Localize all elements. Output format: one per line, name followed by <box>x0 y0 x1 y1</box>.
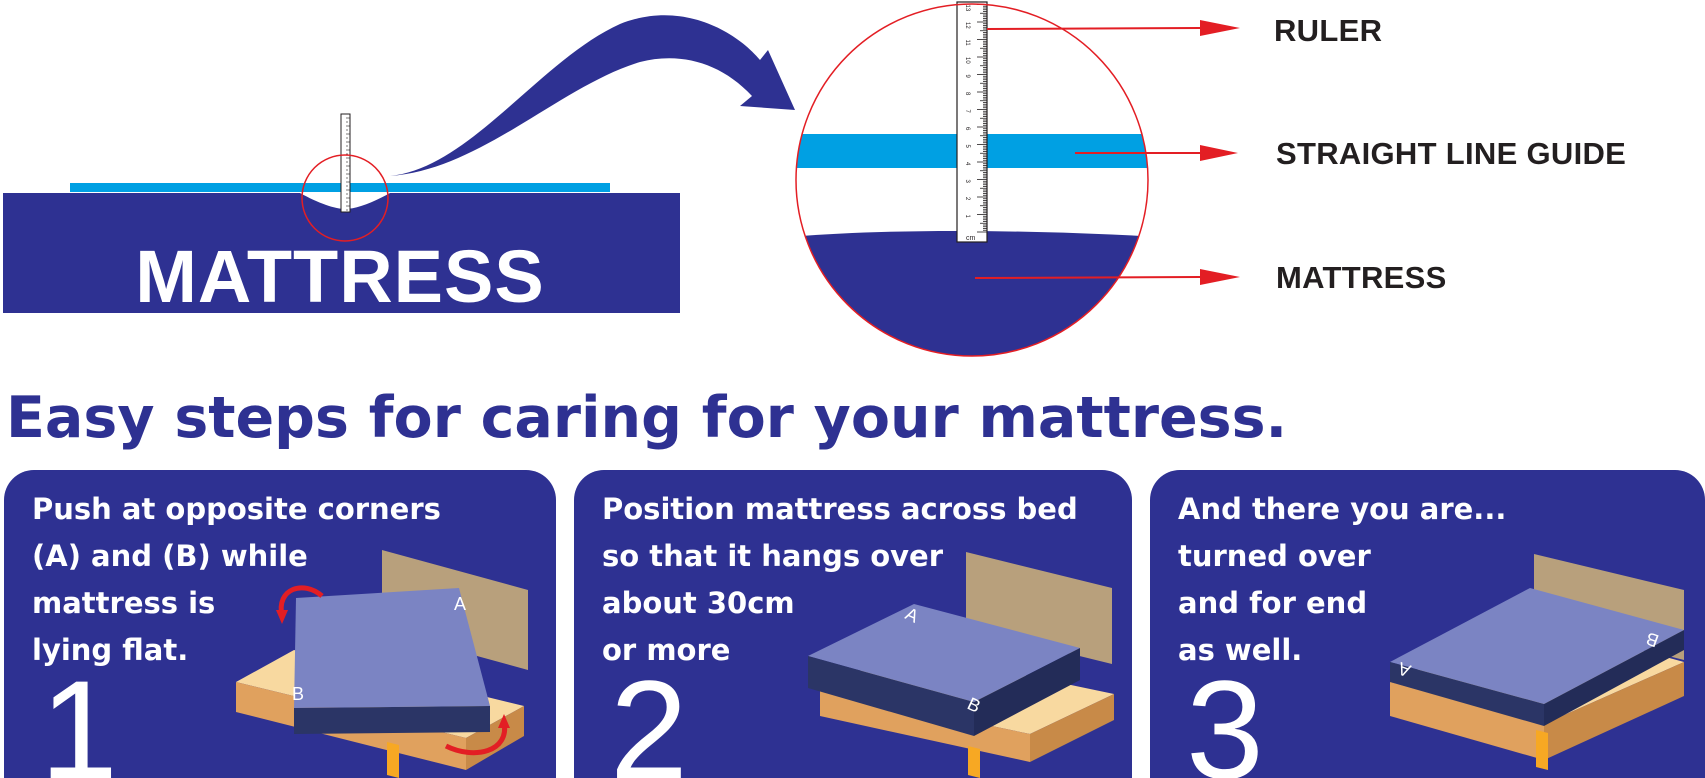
ruler-callout-label: RULER <box>1274 13 1383 48</box>
step-2-text: Position mattress across bed so that it … <box>602 492 1078 667</box>
step-1-illustration: A B <box>236 550 528 778</box>
zoom-arrow <box>390 15 795 176</box>
ruler-tick-label: 5 <box>964 145 970 149</box>
ruler-tick-label: 8 <box>964 92 970 96</box>
step-3-number: 3 <box>1186 651 1264 778</box>
callout-arrows <box>975 20 1240 285</box>
corner-label-a: A <box>454 594 466 614</box>
guide-callout-arrow <box>1075 145 1238 161</box>
ruler-tick-label: 7 <box>964 110 970 114</box>
step-panel-3: A B And there you are... turned over and… <box>1150 470 1705 778</box>
step-3-text: And there you are... turned over and for… <box>1178 492 1507 667</box>
ruler-tick-label: 4 <box>964 162 970 166</box>
corner-label-b: B <box>292 684 304 704</box>
straight-line-guide-callout-label: STRAIGHT LINE GUIDE <box>1276 136 1627 171</box>
straight-line-guide-bar <box>70 183 610 192</box>
mattress-callout-label: MATTRESS <box>1276 260 1447 295</box>
mattress-callout-arrow <box>975 269 1240 285</box>
ruler-tick-label: 1 <box>964 215 970 219</box>
step-3-illustration: A B <box>1390 554 1684 770</box>
zoom-circle-small <box>301 154 389 242</box>
push-arrow-top <box>278 585 324 617</box>
ruler-tick-label: 6 <box>964 127 970 131</box>
zoom-circle-large <box>795 3 1149 357</box>
ruler-tick-label: 13 <box>964 5 970 12</box>
ruler-tick-label: 10 <box>964 57 970 64</box>
small-ruler <box>340 113 351 213</box>
ruler-callout-arrow <box>987 20 1240 36</box>
mattress-block <box>3 193 680 313</box>
mattress-block-label: MATTRESS <box>135 235 545 318</box>
step-panel-2: A B Position mattress across bed so that… <box>574 470 1132 778</box>
care-steps-headline: Easy steps for caring for your mattress. <box>6 385 1288 451</box>
push-arrow-bottom <box>444 721 508 756</box>
step-1-text: Push at opposite corners (A) and (B) whi… <box>32 492 441 667</box>
step-1-number: 1 <box>40 651 118 778</box>
ruler-unit-label: cm <box>966 235 976 242</box>
ruler-tick-label: 9 <box>964 75 970 79</box>
ruler-tick-label: 11 <box>964 40 970 47</box>
ruler-tick-label: 2 <box>964 197 970 201</box>
ruler-tick-label: 3 <box>964 180 970 184</box>
ruler-tick-label: 12 <box>964 22 970 29</box>
step-2-number: 2 <box>610 651 688 778</box>
step-panel-1: A B Push at opposite corners (A) and (B)… <box>4 470 556 778</box>
step-2-illustration: A B <box>808 552 1114 778</box>
